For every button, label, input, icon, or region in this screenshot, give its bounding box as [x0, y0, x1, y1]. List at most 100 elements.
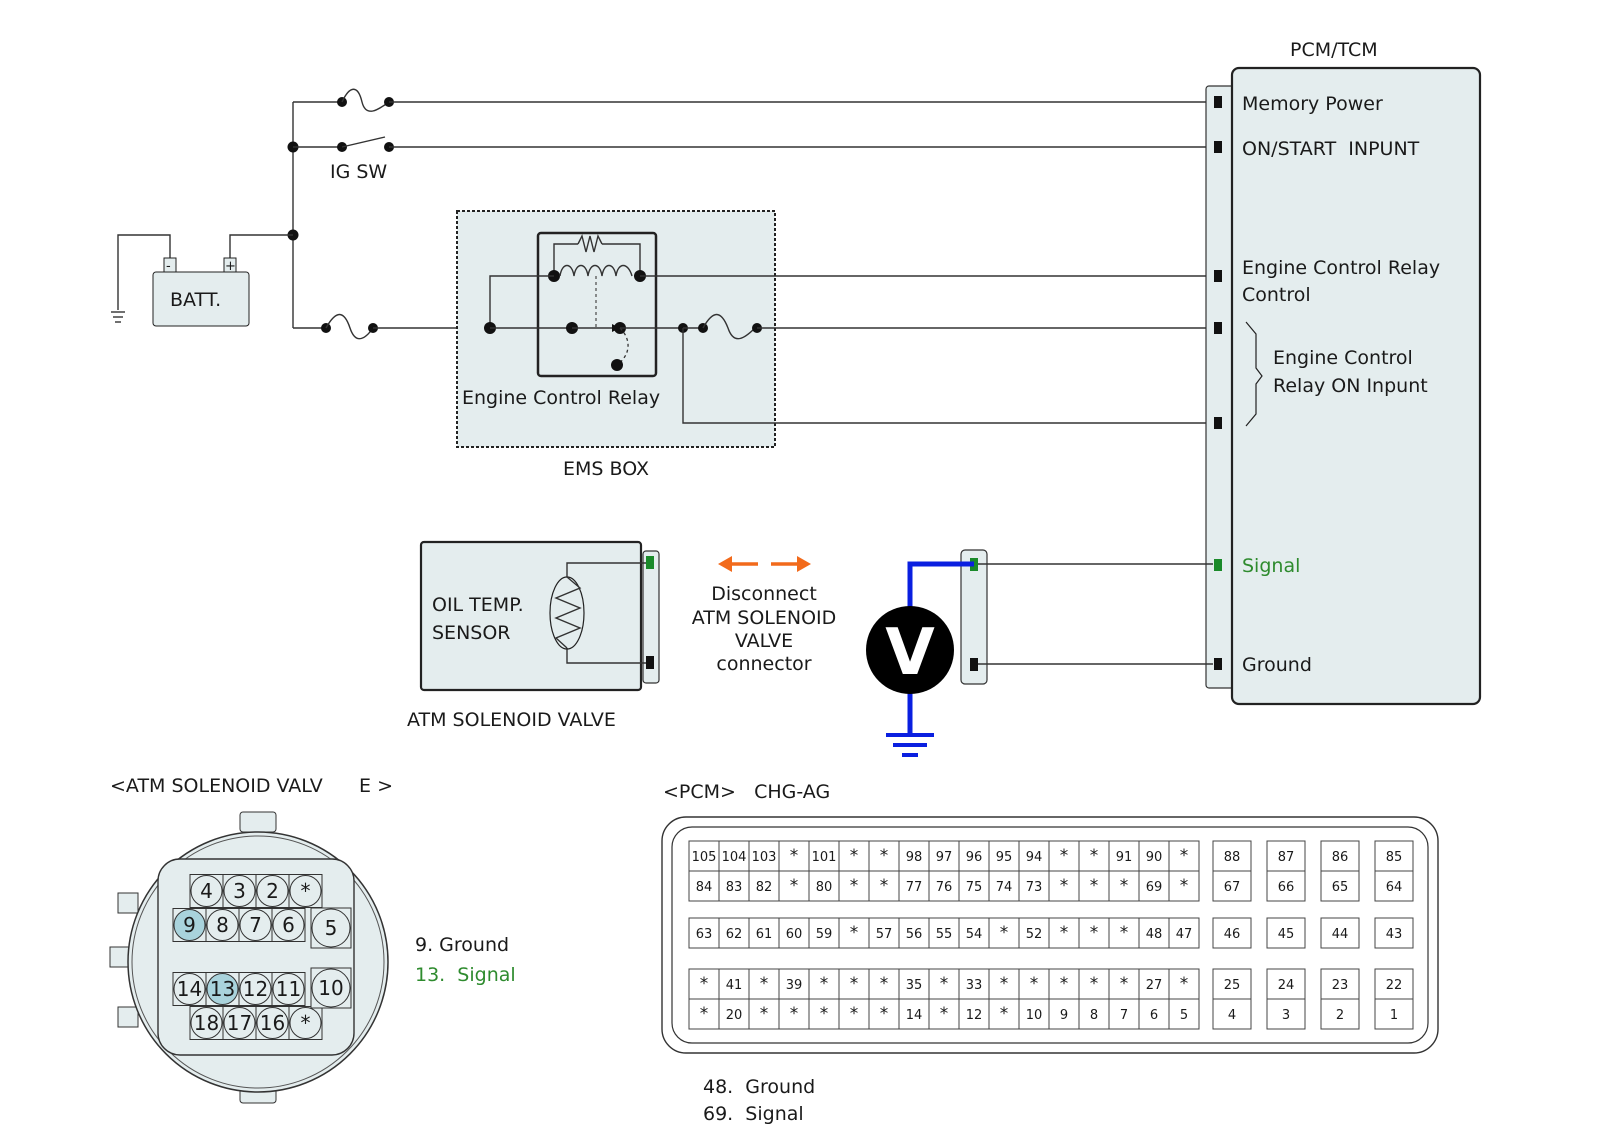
relay-coil-icon — [559, 264, 633, 277]
pin-number: 98 — [906, 850, 923, 865]
atm-pin — [272, 909, 305, 941]
pin-number: 41 — [726, 978, 743, 993]
pcm-pin-cell — [928, 917, 960, 949]
pin-terminal — [1214, 141, 1222, 153]
pcm-pin-cell — [868, 998, 900, 1030]
pcm-pin-cell — [928, 968, 960, 1000]
atm-pin — [173, 973, 206, 1005]
pin-number: * — [820, 1004, 829, 1024]
pcm-pin-cell — [1320, 968, 1360, 1000]
pin-number: 14 — [177, 977, 202, 1001]
pcm-pin-cell — [1108, 968, 1140, 1000]
pcm-pin-cell — [778, 968, 810, 1000]
pin-terminal — [1214, 417, 1222, 429]
pin-number: * — [850, 923, 859, 943]
pcm-pin-cell — [748, 998, 780, 1030]
pin-number: * — [1090, 923, 1099, 943]
atm-connector-face — [109, 811, 389, 1104]
atm-pin — [272, 973, 305, 1005]
pin-number: 10 — [318, 976, 343, 1000]
pin-number: 87 — [1278, 850, 1295, 865]
atm-pin — [239, 909, 272, 941]
sensor-label: SENSOR — [432, 622, 511, 644]
atm-pin — [256, 1007, 289, 1039]
pin-number: * — [1030, 974, 1039, 994]
resistor-icon — [554, 576, 582, 649]
pcm-pin-cell — [1078, 870, 1110, 902]
node-dot — [611, 359, 623, 371]
pin-number: 2 — [1336, 1008, 1344, 1023]
pcm-connector-inner — [671, 826, 1429, 1044]
pin-number: * — [1180, 876, 1189, 896]
pcm-pin-cell — [1212, 840, 1252, 872]
pin-number: 4 — [200, 879, 213, 903]
pcm-pin-cell — [748, 917, 780, 949]
pcm-pin-cell — [1168, 968, 1200, 1000]
pcm-pin-cell — [928, 840, 960, 872]
pcm-pin-cell — [958, 917, 990, 949]
ecr-on-input-label-1: Engine Control — [1273, 347, 1413, 369]
pin-number: * — [1120, 974, 1129, 994]
pcm-pin-cell — [1138, 870, 1170, 902]
pcm-pin-cell — [1048, 870, 1080, 902]
pin-number: 69 — [1146, 880, 1163, 895]
pin-number: * — [301, 879, 311, 903]
pcm-pin-cell — [1212, 998, 1252, 1030]
pcm-pin-cell — [898, 998, 930, 1030]
pin-number: 33 — [966, 978, 983, 993]
pcm-pin-cell — [808, 917, 840, 949]
pin-number: * — [880, 974, 889, 994]
pin-number: 39 — [786, 978, 803, 993]
pin-number: 27 — [1146, 978, 1163, 993]
pin-number: 82 — [756, 880, 773, 895]
atm-pin — [190, 875, 223, 907]
pin-number: 3 — [233, 879, 246, 903]
instruction-line-3: VALVE — [735, 630, 793, 652]
battery-pos-label: + — [225, 259, 236, 274]
pin-number: 83 — [726, 880, 743, 895]
pcm-pin-cell — [778, 870, 810, 902]
atm-legend-ground: 9. Ground — [415, 934, 509, 956]
signal-pin-terminal — [646, 556, 654, 569]
pin-number: * — [1180, 846, 1189, 866]
pcm-pin-cell — [1048, 840, 1080, 872]
pcm-pin-cell — [928, 870, 960, 902]
ecr-on-input-wire-2 — [682, 328, 1213, 424]
pcm-pin-cell — [718, 870, 750, 902]
pcm-pin-cell — [1078, 968, 1110, 1000]
pin-number: 96 — [966, 850, 983, 865]
pin-number: 7 — [249, 913, 262, 937]
pcm-pin-cell — [808, 998, 840, 1030]
pin-number: 3 — [1282, 1008, 1290, 1023]
pcm-pin-cell — [838, 840, 870, 872]
pin-number: 77 — [906, 880, 923, 895]
pcm-pin-cell — [1168, 840, 1200, 872]
pin-number: * — [1000, 1004, 1009, 1024]
pin-number: * — [1180, 974, 1189, 994]
pin-number: 1 — [1390, 1008, 1398, 1023]
pcm-tcm-box — [1230, 66, 1482, 706]
pin-number: 16 — [260, 1011, 285, 1035]
pin-number: 64 — [1386, 880, 1403, 895]
pin-number: 48 — [1146, 927, 1163, 942]
atm-valve-connector — [642, 550, 660, 684]
pin-number: 5 — [325, 916, 338, 940]
pin-number: 66 — [1278, 880, 1295, 895]
memory-power-label: Memory Power — [1242, 93, 1383, 115]
pin-number: 14 — [906, 1008, 923, 1023]
pcm-pin-cell — [1212, 917, 1252, 949]
pcm-pin-cell — [1320, 840, 1360, 872]
pcm-pin-cell — [718, 968, 750, 1000]
pin-terminal — [1214, 658, 1222, 670]
pin-number: 4 — [1228, 1008, 1236, 1023]
pin-number: 11 — [276, 977, 301, 1001]
battery-label: BATT. — [170, 289, 221, 311]
pin-number: 62 — [726, 927, 743, 942]
pin-number: * — [790, 1004, 799, 1024]
atm-solenoid-valve-label: ATM SOLENOID VALVE — [407, 709, 616, 731]
wire — [117, 234, 171, 310]
pin-number: 65 — [1332, 880, 1349, 895]
pcm-pin-cell — [778, 840, 810, 872]
pin-number: 59 — [816, 927, 833, 942]
pin-number: 25 — [1224, 978, 1241, 993]
